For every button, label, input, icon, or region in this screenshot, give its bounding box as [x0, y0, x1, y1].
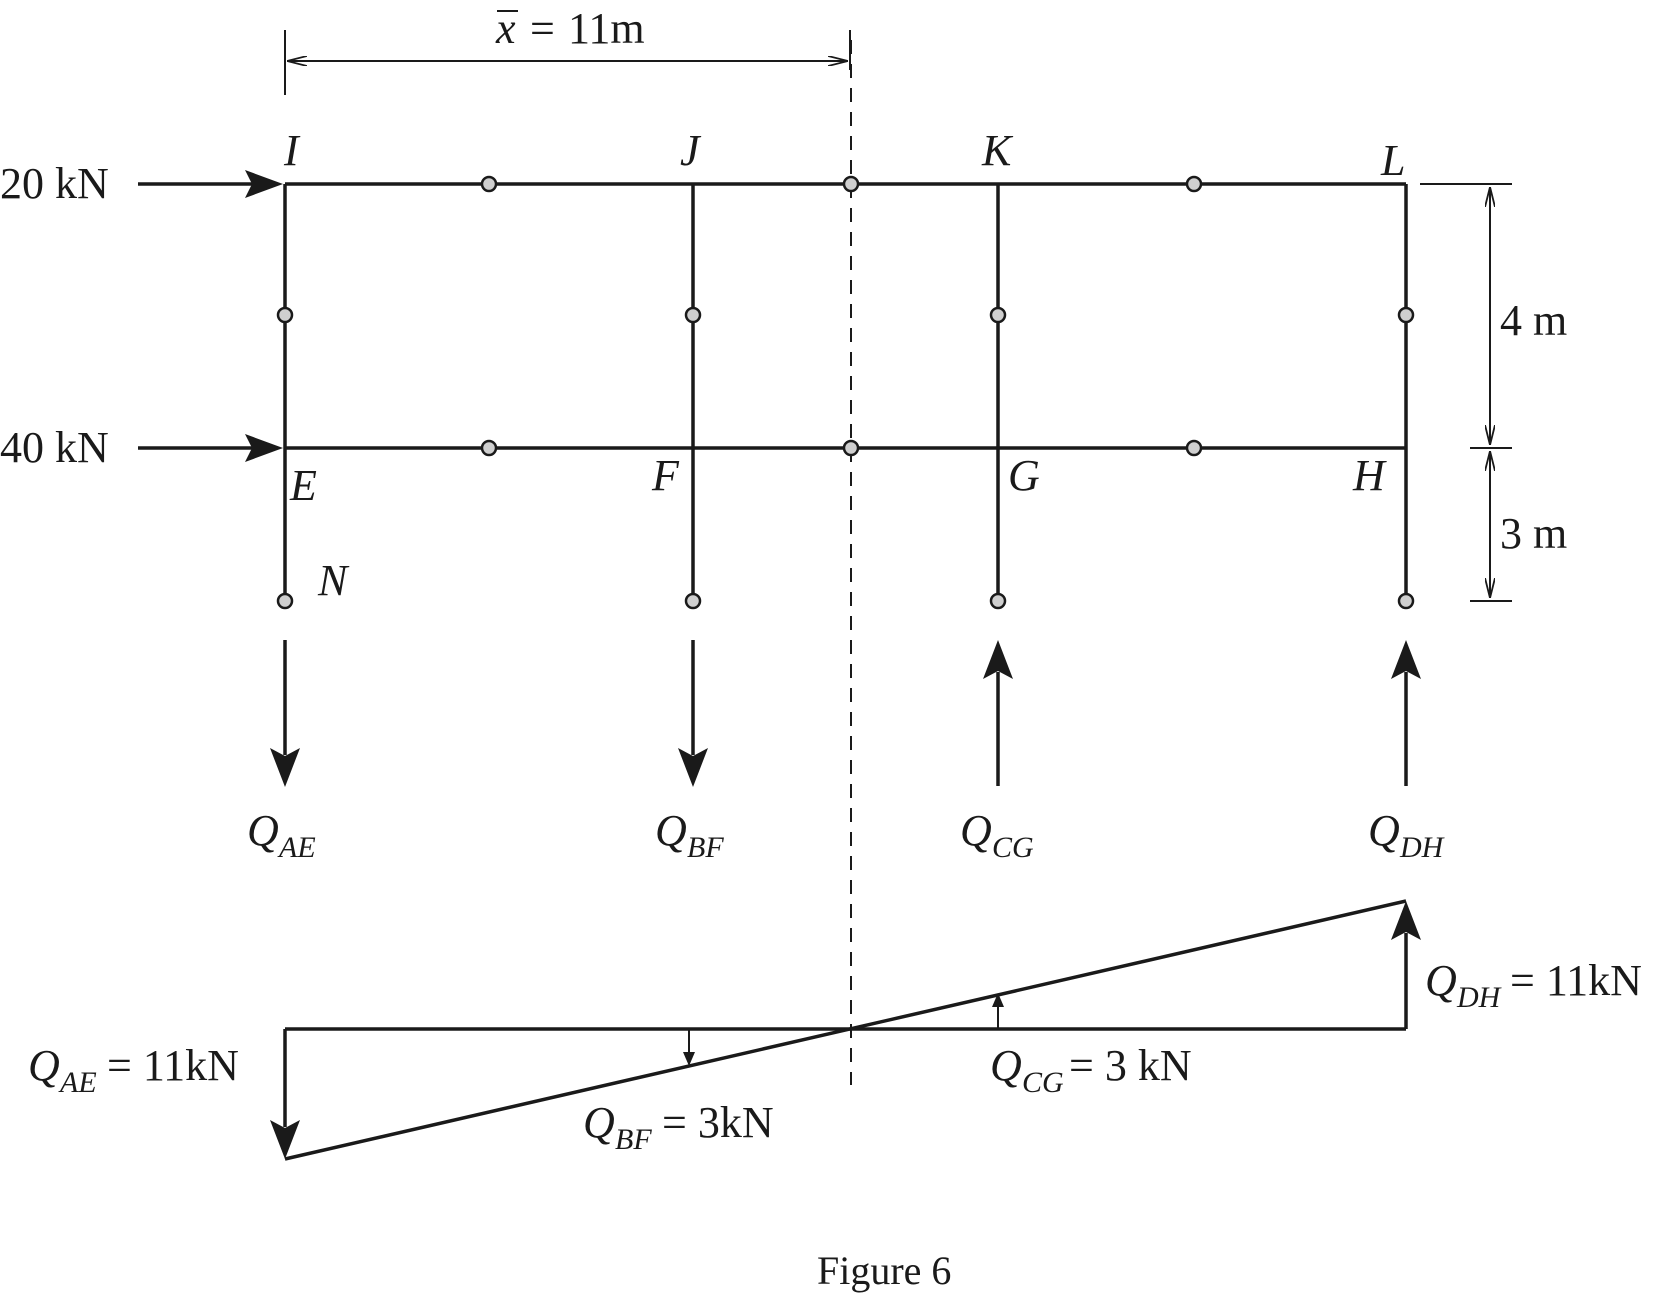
hinge	[684, 592, 702, 610]
frame-members	[283, 182, 1408, 601]
hinge	[276, 306, 294, 324]
dist-QCG-sub: CG	[1022, 1066, 1064, 1099]
hinge	[1397, 306, 1415, 324]
hinge	[1185, 175, 1203, 193]
figure-caption: Figure 6	[817, 1248, 951, 1293]
load-20kN-label: 20 kN	[0, 159, 109, 208]
dist-QCG-value: = 3 kN	[1069, 1041, 1192, 1090]
dist-QAE-value: = 11kN	[107, 1041, 239, 1090]
dist-QAE-Q: Q	[28, 1041, 60, 1090]
joint-G: G	[1008, 451, 1040, 500]
load-40kN-label: 40 kN	[0, 423, 109, 472]
force-QDH: Q DH	[1368, 640, 1446, 864]
arrow-head	[683, 1052, 695, 1066]
force-QAE-sub: AE	[277, 831, 316, 864]
xbar-value: 11m	[568, 4, 645, 53]
dist-QCG-Q: Q	[990, 1041, 1022, 1090]
load-40kN: 40 kN	[0, 423, 283, 472]
arrow-head	[270, 1120, 300, 1159]
force-QCG: Q CG	[960, 640, 1034, 864]
joint-labels: I J K L E F G H N	[283, 126, 1405, 605]
arrow-head	[245, 170, 283, 198]
dim-3m: 3 m	[1500, 509, 1567, 558]
hinge	[276, 592, 294, 610]
joint-I: I	[283, 126, 301, 175]
arrow-head	[678, 748, 708, 787]
force-QBF-sub: BF	[687, 831, 724, 864]
hinge	[684, 306, 702, 324]
force-QCG-sub: CG	[992, 831, 1034, 864]
arrow-head	[1391, 901, 1421, 940]
xbar-equals: =	[530, 4, 555, 53]
force-QBF: Q BF	[655, 640, 724, 864]
dist-QBF-Q: Q	[583, 1098, 615, 1147]
joint-K: K	[981, 126, 1014, 175]
arrow-head	[983, 640, 1013, 679]
arrow-head	[245, 434, 283, 462]
distribution-line	[284, 899, 1407, 1161]
joint-J: J	[680, 126, 702, 175]
arrow-head	[1391, 640, 1421, 679]
xbar-dimension: x = 11m	[284, 4, 851, 95]
hinge	[989, 592, 1007, 610]
dist-QDH-sub: DH	[1456, 981, 1503, 1014]
joint-L: L	[1380, 136, 1405, 185]
hinge	[480, 175, 498, 193]
force-QDH-sub: DH	[1399, 831, 1446, 864]
dist-QBF-value: = 3kN	[662, 1098, 774, 1147]
hinge	[989, 306, 1007, 324]
load-20kN: 20 kN	[0, 159, 283, 208]
dist-QBF-sub: BF	[615, 1123, 652, 1156]
height-dimensions: 4 m 3 m	[1420, 183, 1567, 602]
dim-4m: 4 m	[1500, 296, 1567, 345]
force-distribution: Q AE = 11kN Q BF = 3kN Q CG = 3 kN Q DH …	[28, 899, 1642, 1161]
hinge	[480, 439, 498, 457]
joint-F: F	[651, 451, 680, 500]
joint-N: N	[317, 556, 350, 605]
dist-QDH-Q: Q	[1425, 956, 1457, 1005]
hinge	[842, 439, 860, 457]
dist-QAE-sub: AE	[58, 1066, 97, 1099]
arrow-head	[992, 993, 1004, 1007]
force-QBF-Q: Q	[655, 806, 687, 855]
force-QCG-Q: Q	[960, 806, 992, 855]
joint-H: H	[1352, 451, 1387, 500]
joint-E: E	[289, 461, 317, 510]
arrow-head	[270, 748, 300, 787]
xbar-symbol: x	[495, 4, 516, 53]
force-QDH-Q: Q	[1368, 806, 1400, 855]
hinge	[1397, 592, 1415, 610]
hinge	[1185, 439, 1203, 457]
force-QAE-Q: Q	[247, 806, 279, 855]
force-QAE: Q AE	[247, 640, 316, 864]
hinge	[842, 175, 860, 193]
dist-QDH-value: = 11kN	[1510, 956, 1642, 1005]
hinges	[276, 175, 1415, 610]
